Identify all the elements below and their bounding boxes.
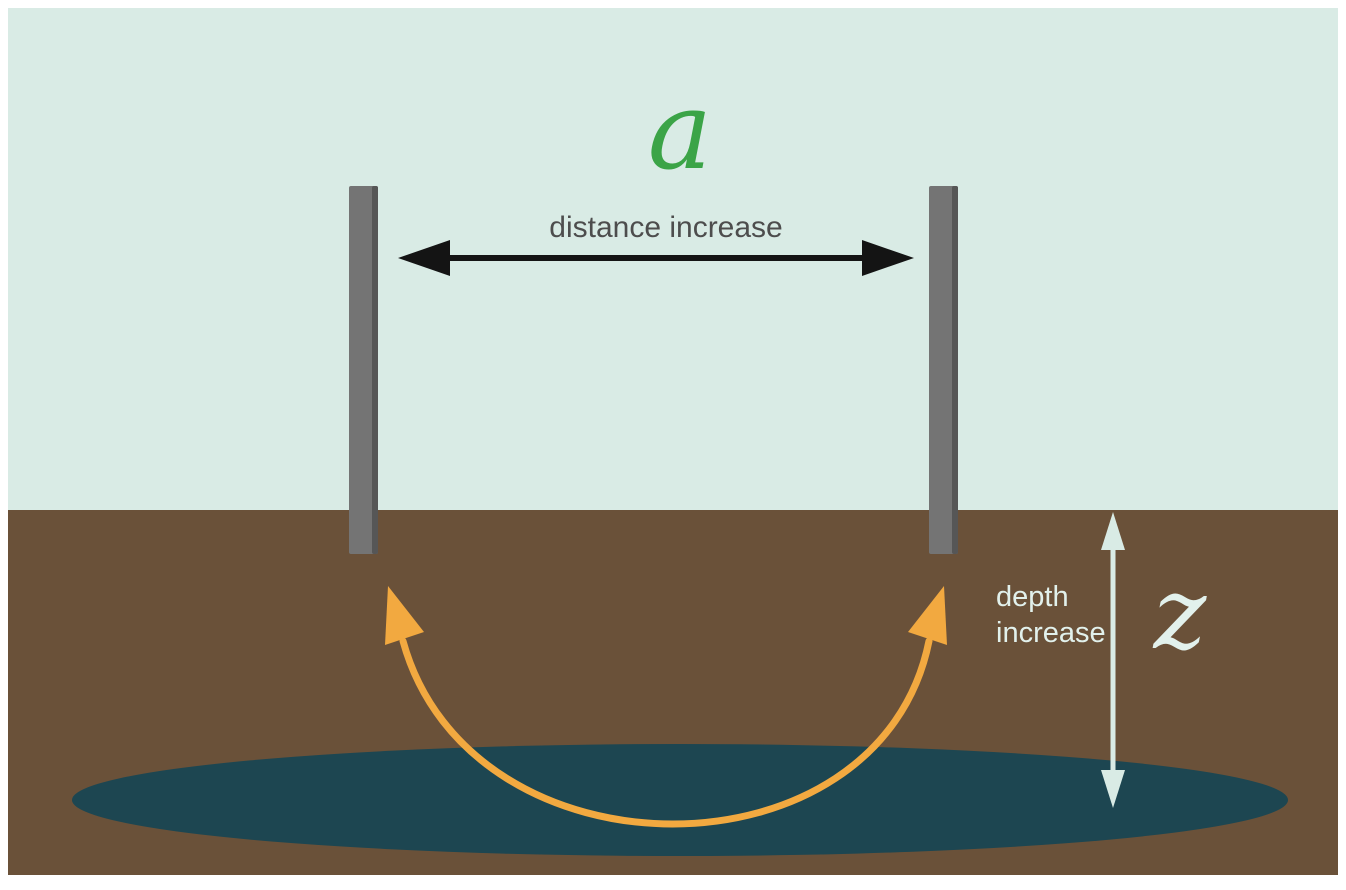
current-arrowhead-right-icon — [908, 586, 947, 645]
depth-increase-label-line1: depth — [996, 581, 1069, 613]
depth-arrowhead-bottom-icon — [1101, 770, 1125, 808]
current-path-curve — [399, 637, 933, 828]
left-electrode — [349, 186, 378, 554]
distance-arrowhead-right-icon — [862, 240, 914, 276]
right-electrode-edge — [952, 186, 958, 554]
right-electrode — [929, 186, 958, 554]
deep-layer-ellipse — [72, 744, 1288, 856]
depth-increase-label-line2: increase — [996, 617, 1106, 649]
depth-arrowhead-top-icon — [1101, 512, 1125, 550]
depth-symbol-label: z — [1153, 555, 1208, 672]
spacing-symbol-label: a — [648, 69, 712, 194]
current-arrowhead-left-icon — [385, 586, 424, 645]
distance-increase-label: distance increase — [549, 211, 782, 244]
left-electrode-edge — [372, 186, 378, 554]
distance-arrowhead-left-icon — [398, 240, 450, 276]
